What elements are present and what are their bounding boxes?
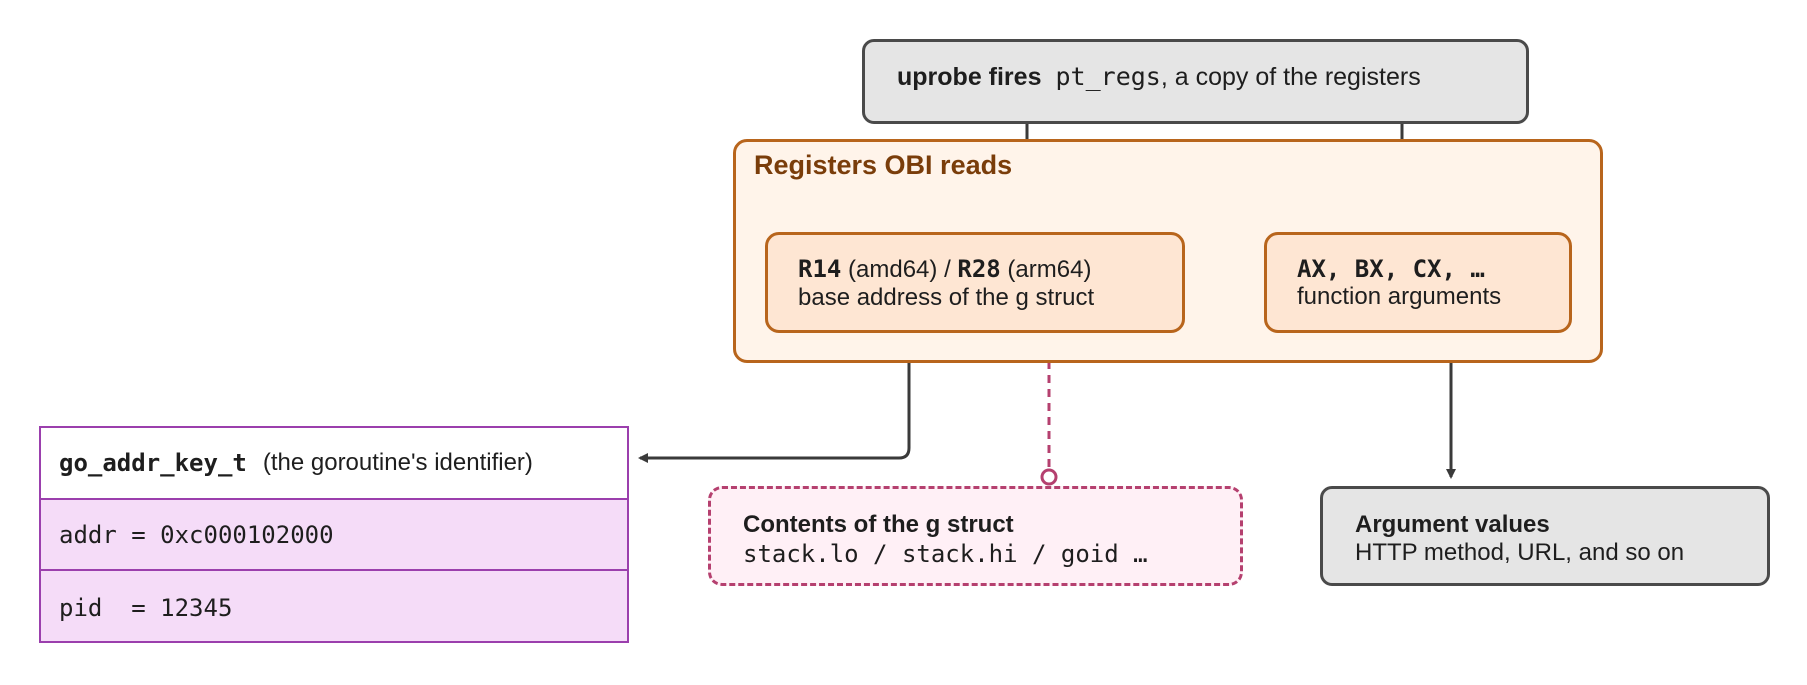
go-addr-key-struct: go_addr_key_t (the goroutine's identifier… <box>39 426 629 643</box>
g-struct-link-endpoint <box>1040 468 1058 486</box>
arrow-r14-to-go-addr-key <box>638 333 911 463</box>
go-addr-key-header: go_addr_key_t (the goroutine's identifier… <box>41 428 627 500</box>
g-struct-title: Contents of the g struct <box>743 511 1014 538</box>
go-addr-key-name: go_addr_key_t <box>59 449 247 477</box>
argument-registers-node: AX, BX, CX, … function arguments <box>1264 232 1572 333</box>
uprobe-description: , a copy of the registers <box>1160 63 1421 91</box>
go-addr-key-description: (the goroutine's identifier) <box>262 449 533 476</box>
addr-value: addr = 0xc000102000 <box>59 520 334 549</box>
argument-values-node: Argument values HTTP method, URL, and so… <box>1320 486 1770 586</box>
argument-values-title: Argument values <box>1355 511 1550 538</box>
r14-description: base address of the g struct <box>798 284 1095 311</box>
argument-register-names: AX, BX, CX, … <box>1297 255 1485 283</box>
struct-field-pid: pid = 12345 <box>41 573 627 643</box>
uprobe-fires-node: uprobe fires pt_regs, a copy of the regis… <box>862 39 1529 124</box>
struct-field-addr: addr = 0xc000102000 <box>41 500 627 571</box>
arm64-label: (arm64) <box>1000 256 1092 283</box>
uprobe-title: uprobe fires <box>897 63 1042 91</box>
registers-group-title: Registers OBI reads <box>754 150 1013 180</box>
argument-registers-description: function arguments <box>1297 283 1502 310</box>
r14-register-node: R14 (amd64) / R28 (arm64) base address o… <box>765 232 1185 333</box>
g-struct-contents-node: Contents of the g struct stack.lo / stac… <box>708 486 1243 586</box>
r28-register-name: R28 <box>957 255 1001 283</box>
amd64-label: (amd64) / <box>841 256 958 283</box>
pid-value: pid = 12345 <box>59 594 233 622</box>
r14-register-name: R14 <box>798 255 842 283</box>
g-struct-fields: stack.lo / stack.hi / goid … <box>743 540 1148 568</box>
pt-regs-code: pt_regs <box>1055 62 1161 91</box>
argument-values-description: HTTP method, URL, and so on <box>1355 539 1685 566</box>
